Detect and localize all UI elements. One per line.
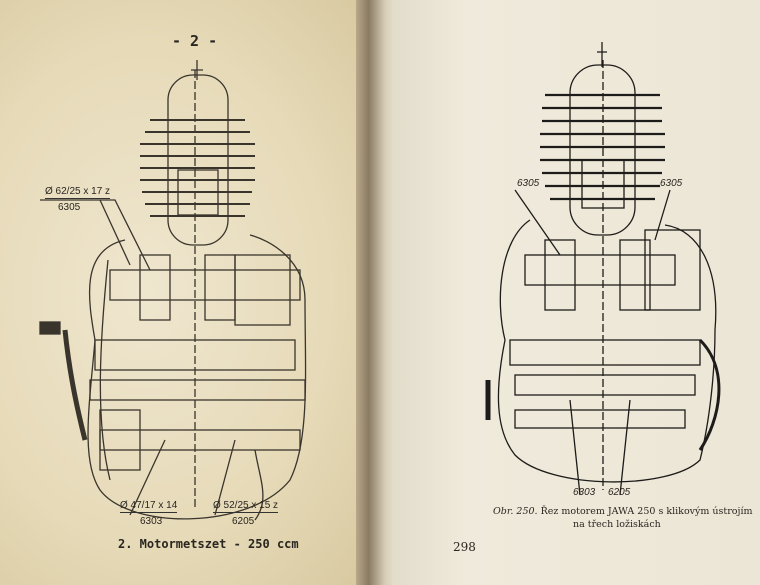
bearing-top-code: 6305 [58,202,81,213]
bearing-bottom-right-code: 6205 [232,516,255,527]
bearing-top-dimension: Ø 62/25 x 17 z [45,186,111,199]
right-label-top-right: 6305 [660,178,683,189]
left-page [0,0,362,585]
bearing-bottom-left-code: 6303 [140,516,163,527]
engine-cross-section-right [485,42,721,496]
left-page-number: - 2 - [172,32,218,50]
right-label-bottom-right: 6205 [608,487,631,498]
right-page-number: 298 [453,540,476,554]
right-caption-line2: na třech ložiskách [573,519,661,530]
book-gutter [356,0,398,585]
right-label-bottom-left: 6303 [573,487,596,498]
right-page [392,0,760,585]
bearing-bottom-right-dimension: Ø 52/25 x 15 z [213,500,279,513]
right-caption-line1: Obr. 250. Řez motorem JAWA 250 s klikový… [493,506,753,517]
right-label-top-left: 6305 [517,178,540,189]
left-caption: 2. Motormetszet - 250 ccm [118,537,299,551]
bearing-bottom-left-dimension: Ø 47/17 x 14 [120,500,178,513]
engine-cross-section-left [39,60,307,521]
